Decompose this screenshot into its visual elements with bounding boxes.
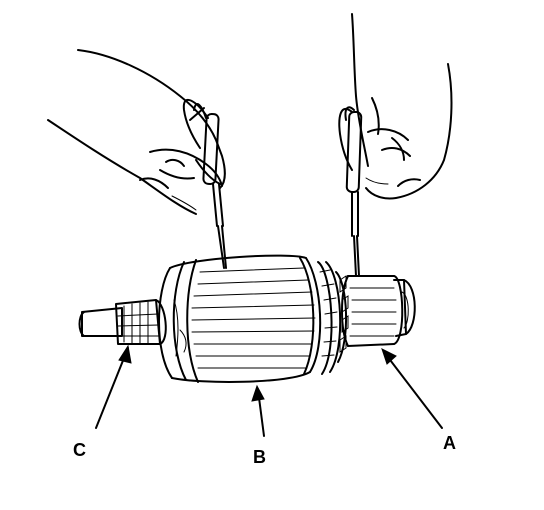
callout-arrow-b (251, 384, 265, 437)
armature-commutator (341, 275, 404, 347)
callout-arrow-a (381, 348, 443, 429)
callout-label-b: B (253, 447, 266, 467)
armature-shaft-end (393, 279, 416, 337)
left-tester-probe (182, 98, 227, 269)
armature-winding (317, 261, 349, 375)
callout-label-a: A (443, 433, 456, 453)
callout-arrow-c (95, 344, 132, 429)
armature (78, 254, 416, 383)
right-hand (351, 13, 453, 200)
armature-core (158, 254, 322, 383)
callout-label-c: C (73, 440, 86, 460)
left-hand (47, 49, 226, 215)
armature-shaft-splined (78, 299, 167, 345)
right-tester-probe (338, 106, 363, 277)
